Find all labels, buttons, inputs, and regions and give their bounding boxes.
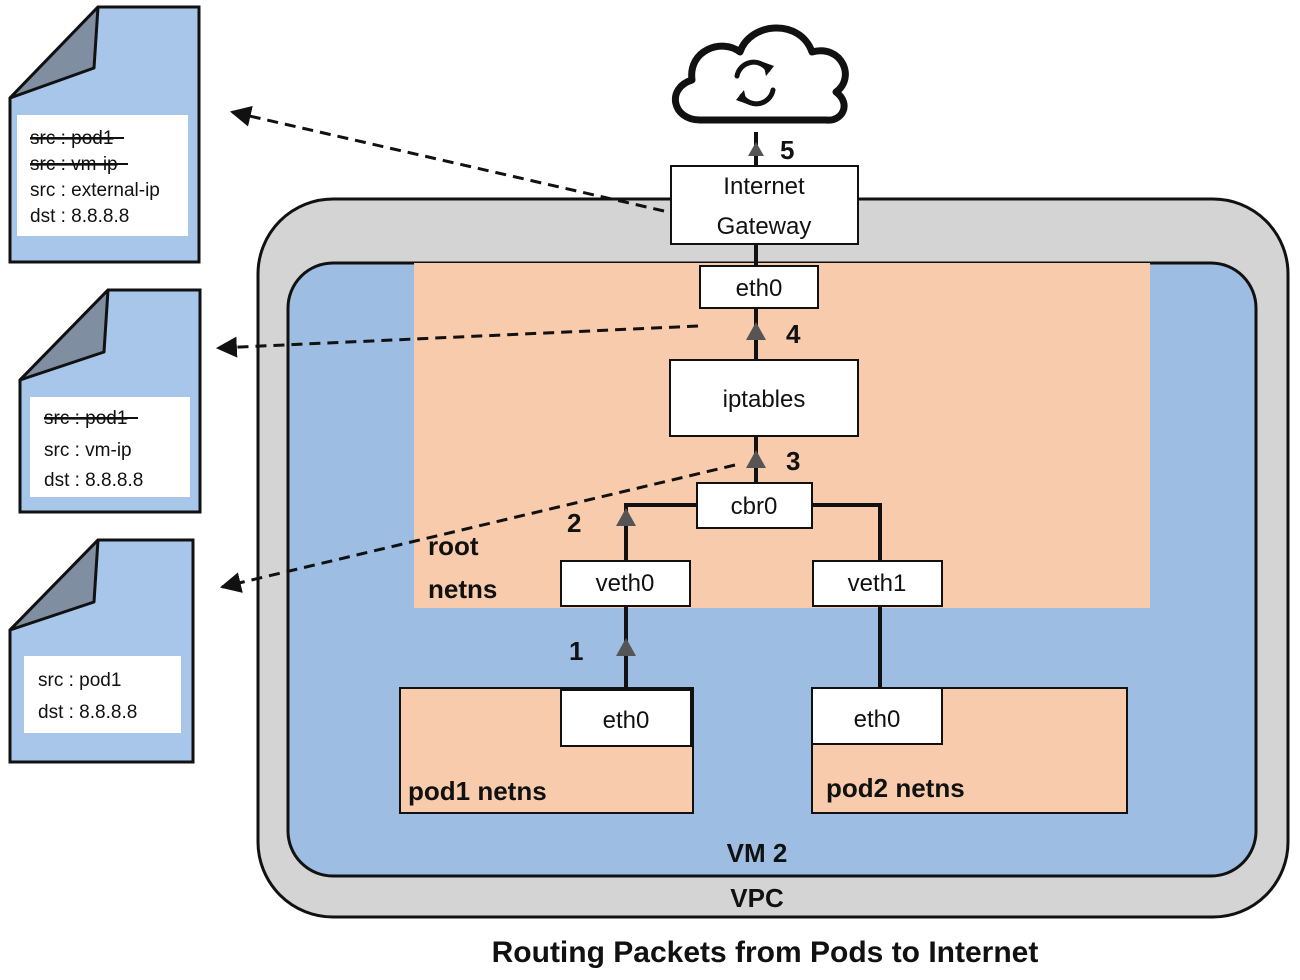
veth1-box xyxy=(812,560,943,607)
flow-arrow-2 xyxy=(616,508,636,526)
pod1-eth0-label: eth0 xyxy=(603,707,650,734)
internet-gateway-box xyxy=(670,165,859,245)
internet-gateway-label-2: Gateway xyxy=(717,213,812,240)
dashed-arrow-pod xyxy=(219,463,736,593)
strike-lines xyxy=(30,137,138,419)
packet-documents: src : pod1 src : vm-ip src : external-ip… xyxy=(8,5,202,764)
pod1-eth0-box xyxy=(560,689,692,747)
iptables-label: iptables xyxy=(723,386,806,413)
vpc-label: VPC xyxy=(730,883,784,913)
vm-label: VM 2 xyxy=(727,838,788,868)
doc-line: src : vm-ip xyxy=(44,440,132,461)
pod2-eth0-label: eth0 xyxy=(854,706,901,733)
diagram-title: Routing Packets from Pods to Internet xyxy=(492,936,1039,969)
veth0-label: veth0 xyxy=(596,570,655,597)
doc-line: src : external-ip xyxy=(30,180,160,201)
cbr0-box xyxy=(696,482,813,529)
cloud-sync-icon xyxy=(672,24,849,124)
root-eth0-label: eth0 xyxy=(736,275,783,302)
veth0-box xyxy=(560,560,691,607)
flow-arrow-3 xyxy=(746,450,766,468)
dashed-arrow-iptables xyxy=(215,324,699,358)
dashed-arrow-gateway xyxy=(229,105,665,213)
doc-line: dst : 8.8.8.8 xyxy=(38,702,137,723)
doc-line: dst : 8.8.8.8 xyxy=(44,470,143,491)
iptables-box xyxy=(669,359,859,437)
flow-arrow-4 xyxy=(746,322,766,340)
pod2-netns-label: pod2 netns xyxy=(826,773,965,803)
step-1-label: 1 xyxy=(569,636,583,666)
step-5-label: 5 xyxy=(780,135,794,165)
flow-arrow-5 xyxy=(748,142,764,156)
packet-document: src : pod1 src : vm-ip src : external-ip… xyxy=(8,5,201,264)
doc-line: dst : 8.8.8.8 xyxy=(30,206,129,227)
pod1-netns-label: pod1 netns xyxy=(408,776,547,806)
cbr0-label: cbr0 xyxy=(731,493,778,520)
pod2-eth0-box xyxy=(811,687,943,745)
root-eth0-box xyxy=(699,265,819,309)
internet-gateway-label-1: Internet xyxy=(723,173,805,200)
packet-document: src : pod1 src : vm-ip dst : 8.8.8.8 xyxy=(18,288,202,514)
step-3-label: 3 xyxy=(786,446,800,476)
flow-arrow-1 xyxy=(616,638,636,656)
veth1-label: veth1 xyxy=(848,570,907,597)
step-2-label: 2 xyxy=(567,508,581,538)
flow-arrowheads xyxy=(616,142,766,656)
packet-document: src : pod1 dst : 8.8.8.8 xyxy=(8,538,195,764)
step-4-label: 4 xyxy=(786,319,801,349)
dashed-arrows xyxy=(215,105,736,593)
root-netns-label-2: netns xyxy=(428,574,497,604)
doc-line: src : pod1 xyxy=(38,670,121,691)
